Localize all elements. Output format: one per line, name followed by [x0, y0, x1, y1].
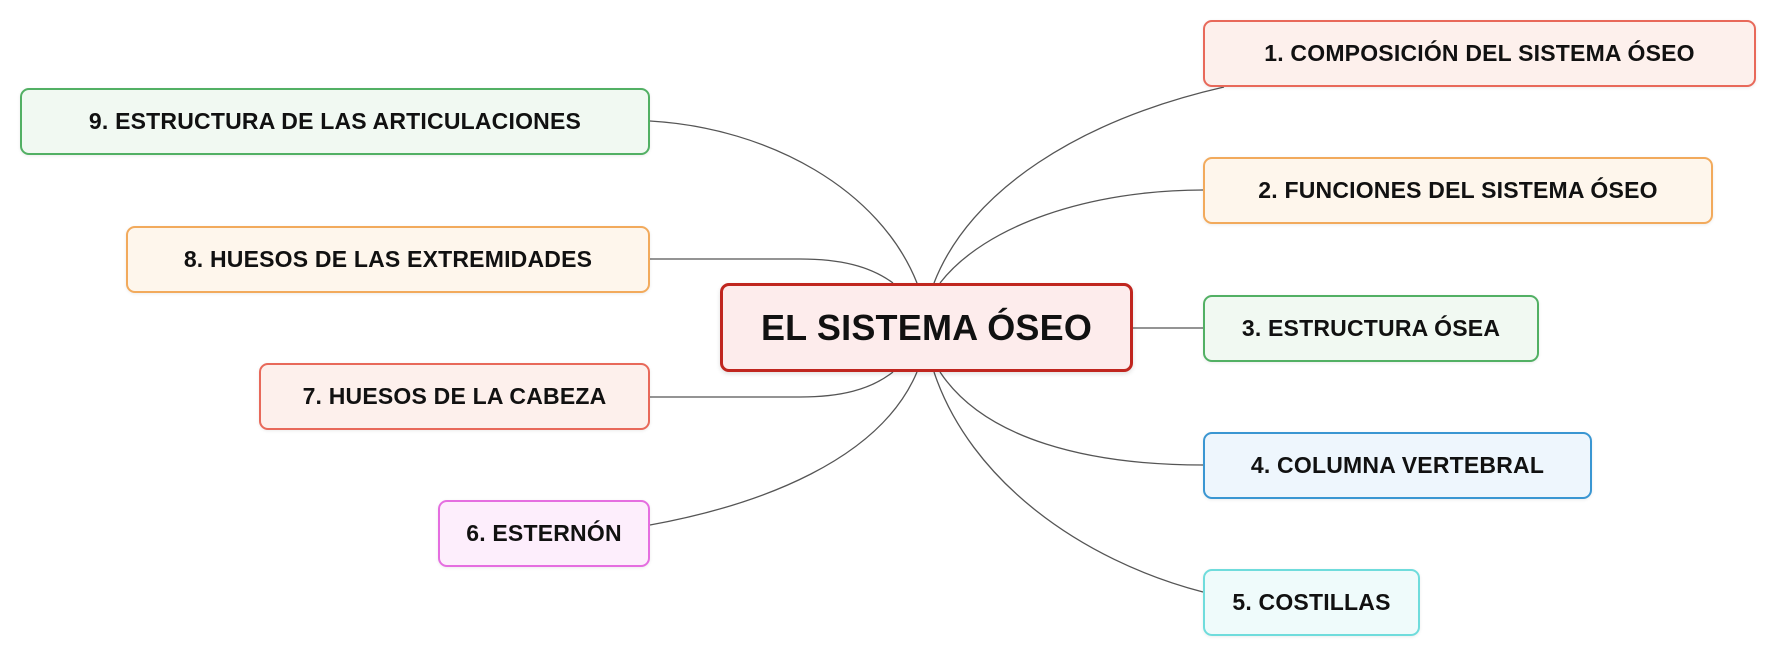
branch-node-7[interactable]: 7. HUESOS DE LA CABEZA — [259, 363, 650, 430]
branch-node-3[interactable]: 3. ESTRUCTURA ÓSEA — [1203, 295, 1539, 362]
connector-4 — [939, 371, 1204, 466]
branch-node-4[interactable]: 4. COLUMNA VERTEBRAL — [1203, 432, 1592, 499]
connector-6 — [649, 371, 918, 526]
connector-7 — [650, 371, 894, 398]
branch-node-9[interactable]: 9. ESTRUCTURA DE LAS ARTICULACIONES — [20, 88, 650, 155]
central-topic[interactable]: EL SISTEMA ÓSEO — [720, 283, 1133, 372]
branch-node-8[interactable]: 8. HUESOS DE LAS EXTREMIDADES — [126, 226, 650, 293]
connector-9 — [649, 120, 918, 284]
branch-node-5[interactable]: 5. COSTILLAS — [1203, 569, 1420, 636]
branch-node-6[interactable]: 6. ESTERNÓN — [438, 500, 650, 567]
connector-8 — [650, 258, 894, 284]
connector-2 — [939, 189, 1204, 284]
branch-node-2[interactable]: 2. FUNCIONES DEL SISTEMA ÓSEO — [1203, 157, 1713, 224]
branch-node-1[interactable]: 1. COMPOSICIÓN DEL SISTEMA ÓSEO — [1203, 20, 1756, 87]
connector-5 — [933, 371, 1204, 593]
connector-1 — [933, 86, 1225, 284]
